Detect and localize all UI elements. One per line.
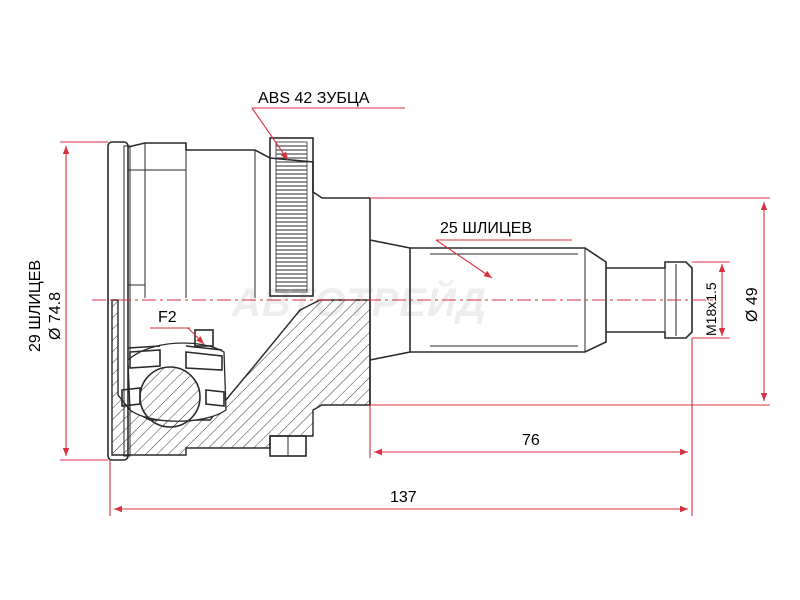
inner-splines-label: 29 ШЛИЦЕВ: [27, 260, 44, 352]
abs-teeth-lines: [276, 145, 307, 291]
abs-teeth-label: ABS 42 ЗУБЦА: [258, 90, 370, 107]
dimension-lines: [60, 107, 770, 516]
section-label: F2: [158, 309, 177, 326]
seal-diameter-label: Ø 49: [744, 287, 761, 322]
thread-label: M18x1.5: [703, 282, 719, 336]
shaft-length-label: 76: [522, 432, 540, 449]
total-length-label: 137: [390, 489, 417, 506]
outer-housing: [107, 141, 370, 461]
outer-diameter-label: Ø 74.8: [47, 292, 64, 340]
abs-ring: [269, 137, 314, 297]
housing-section: [111, 299, 371, 457]
shaft-splines-label: 25 ШЛИЦЕВ: [440, 220, 532, 237]
